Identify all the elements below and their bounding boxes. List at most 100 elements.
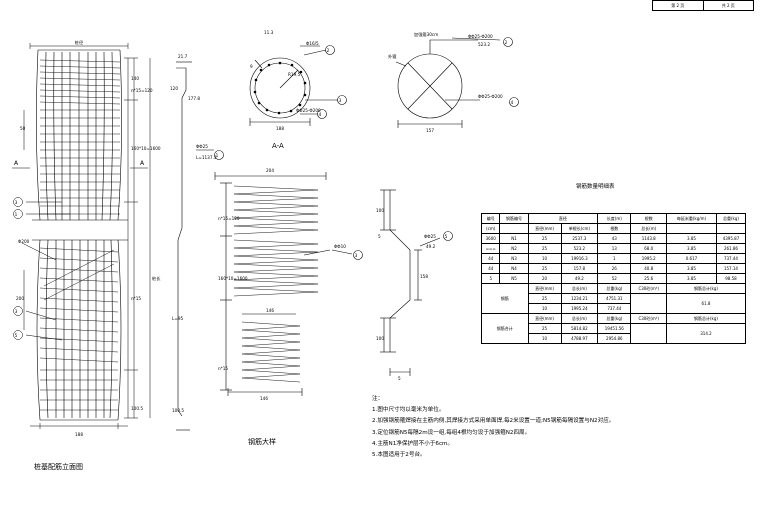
front-view-hoops bbox=[39, 59, 121, 411]
stirrup-dim-3: 100 bbox=[376, 336, 384, 341]
bar1-dim-top: 21.7 bbox=[178, 54, 188, 59]
table-cell: 直径(mm) bbox=[527, 313, 562, 324]
table-header-row: 编号 钢筋编号 直径 长度(m) 根数 每延米重(kg/m) 总重(kg) bbox=[480, 213, 747, 224]
front-bottom-width: 188 bbox=[75, 432, 83, 437]
front-right-dim-1: 140 bbox=[131, 76, 139, 81]
sec-b-dim-523: 523.2 bbox=[478, 42, 490, 47]
sec-a-dim-188: 188 bbox=[276, 126, 284, 131]
table-header: 每延米重(kg/m) bbox=[665, 213, 717, 224]
front-view-title: 桩基配筋立面图 bbox=[34, 463, 83, 471]
summary-b-label: 钢筋合计 bbox=[481, 313, 529, 344]
table-cell: 直径(mm) bbox=[527, 283, 562, 294]
table-cell: 13 bbox=[597, 243, 632, 254]
table-cell: 61.8 bbox=[665, 293, 747, 314]
table-cell: 52 bbox=[597, 273, 632, 284]
table-cell: 1 bbox=[597, 253, 632, 264]
sec-a-dim-9: 9 bbox=[250, 64, 253, 69]
sec-b-label-3: 外箍 bbox=[388, 53, 397, 60]
stirrup-length: 49.2 bbox=[426, 244, 436, 249]
callout-seca-4: 4 bbox=[319, 112, 322, 117]
table-cell: 737.44 bbox=[597, 303, 632, 314]
cage-dim-1: n*15=120 bbox=[218, 216, 240, 221]
table-cell: 25.6 bbox=[630, 273, 667, 284]
front-left-dim-2: 200 bbox=[16, 296, 24, 301]
cage-dim-3: n*15 bbox=[218, 366, 228, 371]
table-cell: === bbox=[480, 243, 501, 254]
callout-front-3b: 3 bbox=[15, 309, 18, 314]
table-cell: N5 bbox=[499, 273, 529, 284]
front-left-label-a: A bbox=[14, 160, 19, 167]
table-cell: 4395.87 bbox=[715, 233, 747, 244]
table-cell: 737.44 bbox=[715, 253, 747, 264]
table-cell: 1995.24 bbox=[560, 303, 599, 314]
table-cell: 3.85 bbox=[665, 273, 717, 284]
table-cell: 68.0 bbox=[630, 243, 667, 254]
note-item: 5.本图适用于2号台。 bbox=[372, 452, 426, 459]
table-cell: 总重(kg) bbox=[597, 283, 632, 294]
note-item: 1.图中尺寸均以毫米为单位。 bbox=[372, 407, 445, 414]
table-cell: 1143.8 bbox=[630, 233, 667, 244]
table-cell: 49.2 bbox=[560, 273, 599, 284]
bar1-dim-120: 120 bbox=[170, 86, 178, 91]
callout-front-3: 3 bbox=[15, 200, 18, 205]
cage-dim-2: 160*10=1600 bbox=[218, 276, 248, 281]
stirrup-detail bbox=[380, 189, 453, 376]
table-cell: 20 bbox=[527, 273, 562, 284]
table-cell: N2 bbox=[499, 243, 529, 254]
summary-b-row: 25 5814.82 19451.56 314.2 bbox=[482, 323, 747, 344]
table-header: 根数 bbox=[630, 213, 667, 224]
table-title: 钢筋数量明细表 bbox=[576, 184, 615, 190]
callout-front-1: 1 bbox=[15, 212, 18, 217]
cage-label: ΦΦ10 bbox=[334, 244, 346, 249]
notes-title: 注： bbox=[372, 396, 384, 402]
sec-a-label-1: Φ16/5 bbox=[306, 41, 319, 46]
table-cell: 根数 bbox=[597, 223, 632, 234]
table-cell: 98.58 bbox=[715, 273, 747, 284]
table-subheader-row: (cm) 直径(mm) 单根长(cm) 根数 总长(m) bbox=[480, 223, 747, 234]
table-cell: 25 bbox=[527, 323, 562, 334]
table-cell: C30砼(m³) bbox=[630, 283, 667, 294]
bar1-dim-100: 100.5 bbox=[172, 408, 184, 413]
table-cell: N3 bbox=[499, 253, 529, 264]
front-pile-length: 桩长 bbox=[152, 275, 161, 282]
table-cell: 261.86 bbox=[715, 243, 747, 254]
table-cell: C30砼(m³) bbox=[630, 313, 667, 324]
table-cell: 44 bbox=[480, 253, 501, 264]
table-cell: 10 bbox=[527, 303, 562, 314]
table-cell bbox=[630, 293, 667, 314]
table-cell bbox=[499, 223, 529, 234]
table-cell: 10 bbox=[527, 333, 562, 344]
table-cell: (cm) bbox=[480, 223, 501, 234]
table-cell: 26 bbox=[597, 263, 632, 274]
table-cell: 19916.3 bbox=[560, 253, 599, 264]
table-cell: 4751.31 bbox=[597, 293, 632, 304]
table-cell: 157.14 bbox=[715, 263, 747, 274]
front-view-dims bbox=[12, 43, 151, 429]
cage-dim-204: 204 bbox=[266, 168, 274, 173]
table-cell: 单根长(cm) bbox=[560, 223, 599, 234]
table-cell: 25 bbox=[527, 233, 562, 244]
table-cell: 4788.97 bbox=[560, 333, 599, 344]
callout-seca-3: 3 bbox=[339, 98, 342, 103]
callout-cage-3: 3 bbox=[355, 253, 358, 258]
table-header: 编号 bbox=[480, 213, 501, 224]
stirrup-dim-1: 100 bbox=[376, 208, 384, 213]
table-cell bbox=[665, 223, 717, 234]
table-cell: 2537.3 bbox=[560, 233, 599, 244]
summary-b-header: 钢筋合计 直径(mm) 总长(m) 总重(kg) C30砼(m³) 钢筋总计(k… bbox=[481, 313, 747, 344]
table-header: 直径 bbox=[527, 213, 599, 224]
table-cell: 钢筋总计(kg) bbox=[665, 283, 747, 294]
front-top-width: 桩径 bbox=[75, 39, 83, 46]
sec-b-label-2: ΦΦ25-Φ200 bbox=[478, 94, 503, 99]
table-cell: 25 bbox=[527, 263, 562, 274]
callout-bar1: 1 bbox=[216, 153, 219, 158]
table-cell: 总重(kg) bbox=[597, 313, 632, 324]
section-aa bbox=[249, 45, 347, 126]
front-view-pile bbox=[32, 49, 128, 421]
table-cell: 25 bbox=[527, 243, 562, 254]
section-b bbox=[395, 37, 519, 128]
sec-b-dim-top: 加强箍30cm bbox=[414, 31, 438, 38]
